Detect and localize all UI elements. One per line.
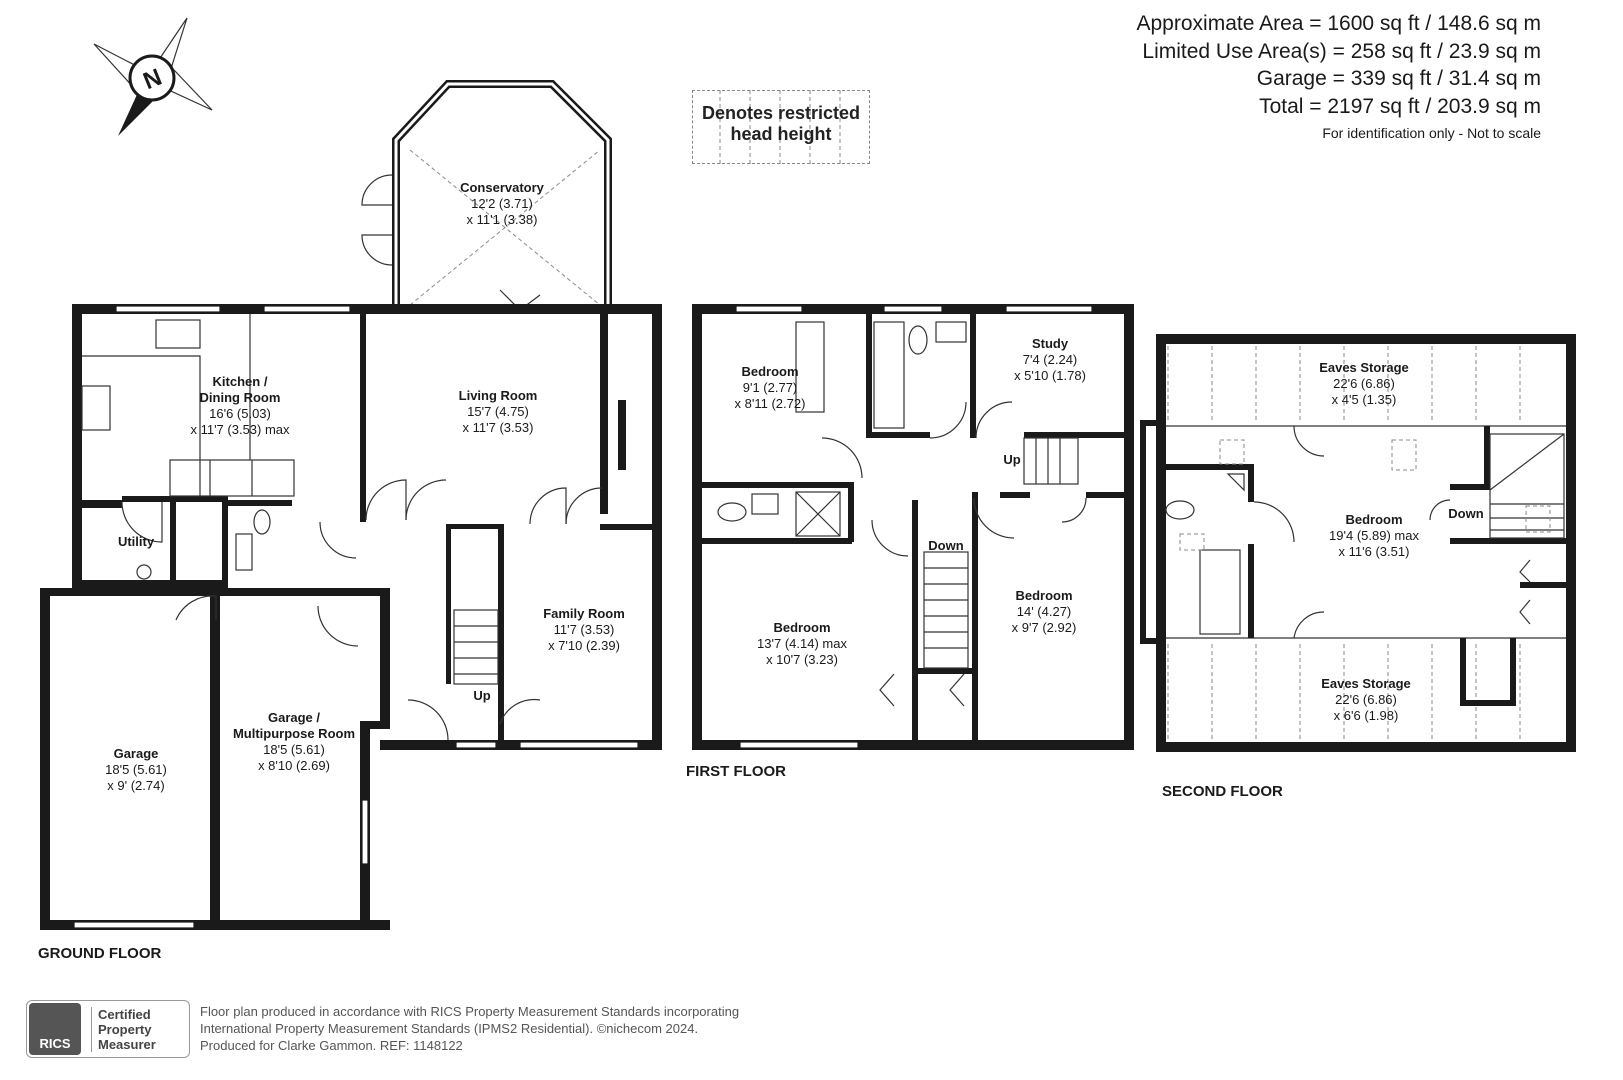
restricted-height-key-label: Denotes restricted head height bbox=[692, 90, 870, 164]
bedroom-4-dim-2: x 11'6 (3.51) bbox=[1339, 544, 1410, 559]
family-name: Family Room bbox=[543, 606, 625, 621]
kitchen-dim-1: 16'6 (5.03) bbox=[209, 406, 271, 421]
eaves-1-dim-1: 22'6 (6.86) bbox=[1333, 376, 1395, 391]
total-area: Total = 2197 sq ft / 203.9 sq m bbox=[1259, 94, 1541, 118]
utility-name: Utility bbox=[118, 534, 155, 549]
garage-dim-1: 18'5 (5.61) bbox=[105, 762, 167, 777]
garage-multi-dim-2: x 8'10 (2.69) bbox=[258, 758, 330, 773]
bedroom-3-dim-1: 14' (4.27) bbox=[1017, 604, 1072, 619]
eaves-2-dim-2: x 6'6 (1.98) bbox=[1334, 708, 1399, 723]
key-line-2: head height bbox=[730, 124, 832, 144]
rics-line-3: Measurer bbox=[98, 1036, 156, 1052]
conservatory-name: Conservatory bbox=[460, 180, 545, 195]
key-line-1: Denotes restricted bbox=[701, 103, 861, 123]
living-name: Living Room bbox=[459, 388, 538, 403]
first-floor-plan bbox=[692, 304, 1134, 750]
footer-line-2: International Property Measurement Stand… bbox=[200, 1021, 699, 1036]
garage-multi-dim-1: 18'5 (5.61) bbox=[263, 742, 325, 757]
garage-multi-name-2: Multipurpose Room bbox=[233, 726, 355, 741]
first-down-label: Down bbox=[928, 538, 963, 553]
study-name: Study bbox=[1032, 336, 1069, 351]
conservatory-dim-1: 12'2 (3.71) bbox=[471, 196, 533, 211]
rics-badge: RICS Certified Property Measurer bbox=[26, 1000, 190, 1058]
bedroom-4-name: Bedroom bbox=[1345, 512, 1402, 527]
bedroom-2-dim-2: x 10'7 (3.23) bbox=[766, 652, 838, 667]
restricted-height-key bbox=[719, 90, 841, 164]
ground-floor-plan bbox=[40, 80, 662, 930]
footer-credits: Floor plan produced in accordance with R… bbox=[200, 1003, 739, 1054]
second-floor-title: SECOND FLOOR bbox=[1162, 783, 1283, 800]
eaves-1-name: Eaves Storage bbox=[1319, 360, 1409, 375]
family-dim-1: 11'7 (3.53) bbox=[554, 622, 615, 637]
area-summary: Approximate Area = 1600 sq ft / 148.6 sq… bbox=[1137, 10, 1542, 146]
bedroom-2-name: Bedroom bbox=[773, 620, 830, 635]
eaves-2-dim-1: 22'6 (6.86) bbox=[1335, 692, 1397, 707]
second-floor-plan bbox=[1140, 334, 1576, 752]
second-down-label: Down bbox=[1448, 506, 1483, 521]
rics-line-1: Certified bbox=[98, 1006, 151, 1022]
garage-dim-2: x 9' (2.74) bbox=[107, 778, 164, 793]
first-floor-title: FIRST FLOOR bbox=[686, 763, 786, 780]
scale-note: For identification only - Not to scale bbox=[1322, 125, 1541, 141]
bedroom-4-dim-1: 19'4 (5.89) max bbox=[1329, 528, 1419, 543]
bedroom-1-dim-1: 9'1 (2.77) bbox=[743, 380, 798, 395]
rics-line-2: Property bbox=[98, 1021, 152, 1037]
garage-multi-name-1: Garage / bbox=[268, 710, 320, 725]
room-labels: Conservatory 12'2 (3.71) x 11'1 (3.38) K… bbox=[105, 180, 1484, 793]
study-dim-1: 7'4 (2.24) bbox=[1023, 352, 1078, 367]
footer-line-1: Floor plan produced in accordance with R… bbox=[200, 1004, 740, 1019]
kitchen-name-2: Dining Room bbox=[200, 390, 281, 405]
ground-floor-title: GROUND FLOOR bbox=[38, 945, 161, 962]
kitchen-dim-2: x 11'7 (3.53) max bbox=[190, 422, 290, 437]
approximate-area: Approximate Area = 1600 sq ft / 148.6 sq… bbox=[1136, 12, 1542, 35]
bedroom-3-name: Bedroom bbox=[1015, 588, 1072, 603]
first-up-label: Up bbox=[1003, 452, 1020, 467]
eaves-2-name: Eaves Storage bbox=[1321, 676, 1411, 691]
garage-name: Garage bbox=[114, 746, 159, 761]
family-dim-2: x 7'10 (2.39) bbox=[548, 638, 620, 653]
bedroom-2-dim-1: 13'7 (4.14) max bbox=[757, 636, 847, 651]
bedroom-1-dim-2: x 8'11 (2.72) bbox=[735, 396, 806, 411]
living-dim-1: 15'7 (4.75) bbox=[467, 404, 529, 419]
rics-certified-text: Certified Property Measurer bbox=[91, 1006, 156, 1052]
compass-icon: N bbox=[93, 17, 213, 136]
eaves-1-dim-2: x 4'5 (1.35) bbox=[1332, 392, 1397, 407]
living-dim-2: x 11'7 (3.53) bbox=[463, 420, 534, 435]
bedroom-3-dim-2: x 9'7 (2.92) bbox=[1012, 620, 1077, 635]
rics-logo-icon: RICS bbox=[29, 1003, 81, 1055]
kitchen-name-1: Kitchen / bbox=[213, 374, 268, 389]
footer-line-3: Produced for Clarke Gammon. REF: 1148122 bbox=[200, 1038, 463, 1053]
ground-up-label: Up bbox=[473, 688, 490, 703]
limited-use-area: Limited Use Area(s) = 258 sq ft / 23.9 s… bbox=[1142, 39, 1541, 63]
garage-area: Garage = 339 sq ft / 31.4 sq m bbox=[1256, 67, 1541, 90]
bedroom-1-name: Bedroom bbox=[741, 364, 798, 379]
conservatory-dim-2: x 11'1 (3.38) bbox=[467, 212, 538, 227]
study-dim-2: x 5'10 (1.78) bbox=[1014, 368, 1086, 383]
